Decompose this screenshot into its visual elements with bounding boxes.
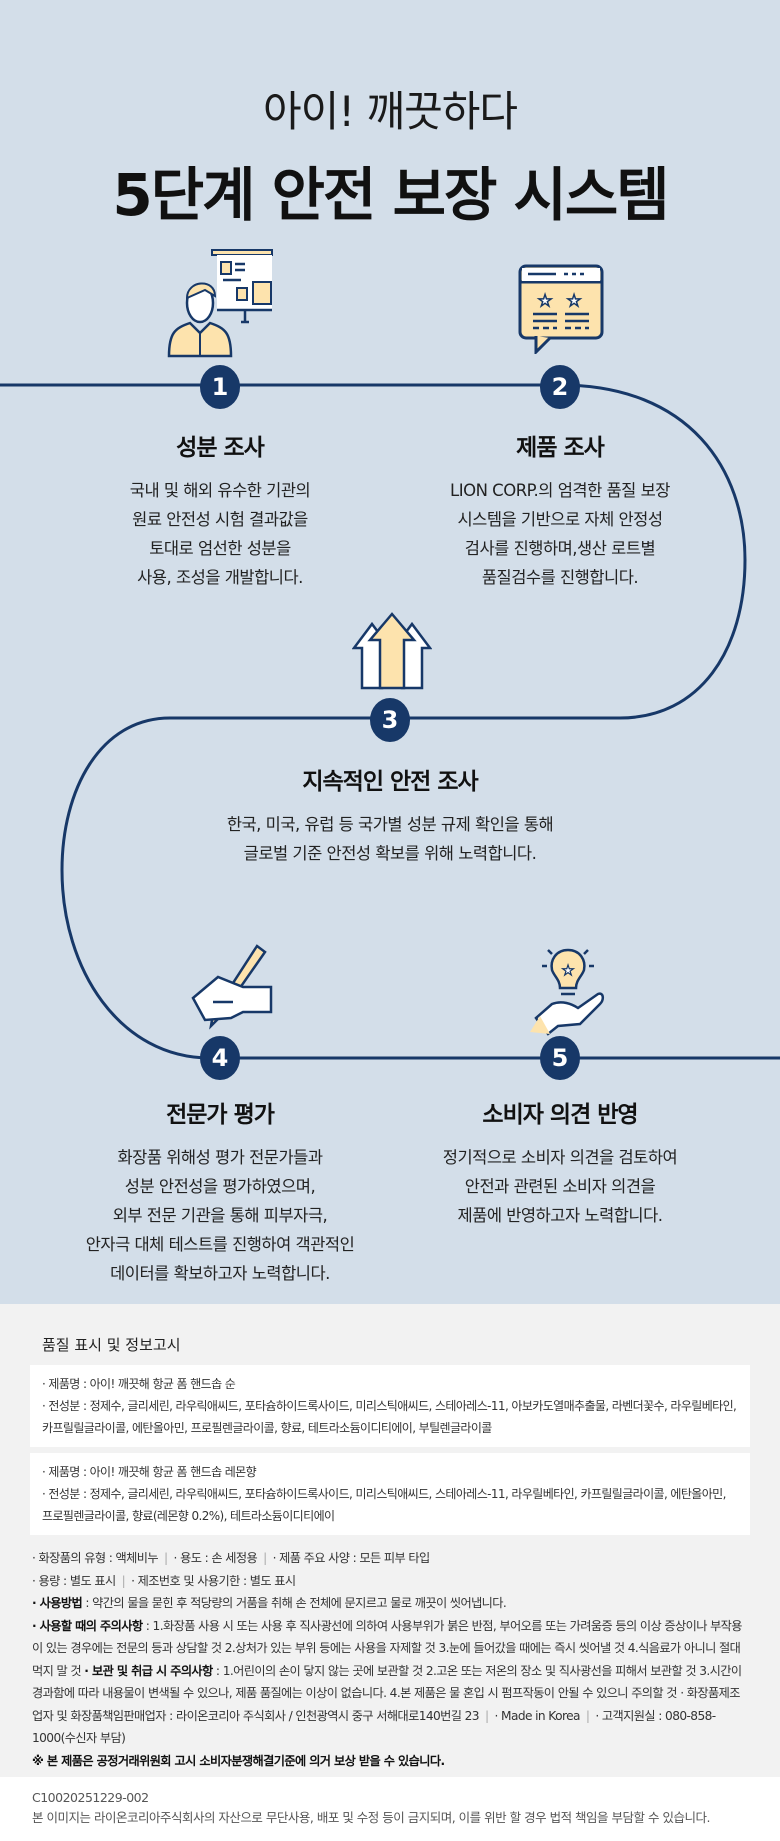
storage-label: · 보관 및 취급 시 주의사항 (84, 1663, 213, 1678)
svg-text:★: ★ (538, 291, 552, 310)
desc-line: 원료 안전성 시험 결과값을 (132, 510, 308, 529)
spec-lot: · 제조번호 및 사용기한 : 별도 표시 (131, 1573, 296, 1588)
product-box: · 제품명 : 아이! 깨끗해 항균 폼 핸드솝 레몬향 · 전성분 : 정제수… (30, 1453, 750, 1535)
origin-text: · Made in Korea (494, 1708, 580, 1723)
spec-volume: · 용량 : 별도 표시 (32, 1573, 116, 1588)
arrows-up-icon (352, 612, 432, 690)
copyright-notice: 본 이미지는 라이온코리아주식회사의 자산으로 무단사용, 배포 및 수정 등이… (32, 1810, 710, 1825)
step-2-badge: 2 (540, 365, 580, 409)
info-title: 품질 표시 및 정보고시 (42, 1336, 181, 1354)
storage-text: : 1.어린이의 손이 닿지 않는 곳에 보관할 것 2.고온 또는 저온의 장… (32, 1663, 742, 1701)
document-code: C10020251229-002 (32, 1790, 149, 1805)
footer: C10020251229-002 본 이미지는 라이온코리아주식회사의 자산으로… (32, 1788, 710, 1828)
product-ingredients: · 전성분 : 정제수, 글리세린, 라우릭애씨드, 포타슘하이드록사이드, 미… (42, 1487, 726, 1523)
method-label: · 사용방법 (32, 1596, 83, 1610)
step-title: 소비자 의견 반영 (482, 1102, 638, 1128)
desc-line: 외부 전문 기관을 통해 피부자극, (112, 1206, 328, 1225)
caution-text: : 1.화장품 사용 시 또는 사용 후 직사광선에 의하여 사용부위가 붉은 … (32, 1618, 743, 1678)
svg-text:★: ★ (562, 963, 575, 979)
spec-list: · 화장품의 유형 : 액체비누|· 용도 : 손 세정용|· 제품 주요 사양… (30, 1541, 750, 1772)
page-title: 5단계 안전 보장 시스템 (112, 161, 669, 229)
desc-line: 성분 안전성을 평가하였으며, (124, 1177, 316, 1196)
desc-line: 국내 및 해외 유수한 기관의 (129, 481, 311, 500)
product-info-section: 품질 표시 및 정보고시 · 제품명 : 아이! 깨끗해 항균 폼 핸드솝 순 … (0, 1304, 780, 1777)
step-3-badge: 3 (370, 698, 410, 742)
step-4-badge: 4 (200, 1036, 240, 1080)
support-text: · 고객지원실 : 080-858-1000(수신자 부담) (32, 1708, 716, 1746)
compensation-notice: ※ 본 제품은 공정거래위원회 고시 소비자분쟁해결기준에 의거 보상 받을 수… (32, 1753, 445, 1768)
desc-line: 안자극 대체 테스트를 진행하여 객관적인 (85, 1235, 355, 1254)
desc-line: 화장품 위해성 평가 전문가들과 (117, 1148, 323, 1167)
desc-line: 사용, 조성을 개발합니다. (137, 568, 303, 587)
desc-line: 검사를 진행하며,생산 로트별 (464, 539, 656, 558)
step-title: 전문가 평가 (166, 1102, 275, 1128)
desc-line: LION CORP.의 엄격한 품질 보장 (450, 481, 670, 500)
product-name: · 제품명 : 아이! 깨끗해 항균 폼 핸드솝 레몬향 (42, 1465, 257, 1479)
caution-label: · 사용할 때의 주의사항 (32, 1618, 143, 1633)
desc-line: 품질검수를 진행합니다. (481, 568, 639, 587)
svg-text:★: ★ (567, 291, 581, 310)
step-5-badge: 5 (540, 1036, 580, 1080)
step-3: 지속적인 안전 조사 한국, 미국, 유럽 등 국가별 성분 규제 확인을 통해… (150, 762, 630, 868)
infographic-hero: 아이! 깨끗하다 5단계 안전 보장 시스템 ★ ★ ★ 1 2 3 4 5 성… (0, 0, 780, 1304)
step-title: 제품 조사 (516, 435, 605, 461)
desc-line: 정기적으로 소비자 의견을 검토하여 (442, 1148, 678, 1167)
hand-pen-icon (191, 944, 273, 1030)
step-title: 성분 조사 (176, 435, 265, 461)
presenter-icon (167, 249, 273, 358)
review-window-icon: ★ ★ (518, 264, 604, 354)
spec-type: · 화장품의 유형 : 액체비누 (32, 1551, 159, 1565)
spec-skin: · 제품 주요 사양 : 모든 피부 타입 (272, 1551, 431, 1565)
spec-use: · 용도 : 손 세정용 (173, 1551, 258, 1565)
desc-line: 토대로 엄선한 성분을 (149, 539, 291, 558)
product-ingredients: · 전성분 : 정제수, 글리세린, 라우릭애씨드, 포타슘하이드록사이드, 미… (42, 1399, 737, 1435)
step-title: 지속적인 안전 조사 (302, 769, 478, 795)
desc-line: 안전과 관련된 소비자 의견을 (464, 1177, 656, 1196)
maker-text: · 화장품제조업자 및 화장품책임판매업자 : 라이온코리아 주식회사 / 인천… (32, 1686, 740, 1723)
step-1-badge: 1 (200, 365, 240, 409)
desc-line: 글로벌 기준 안전성 확보를 위해 노력합니다. (243, 844, 537, 863)
hand-bulb-icon: ★ (530, 948, 604, 1036)
desc-line: 데이터를 확보하고자 노력합니다. (110, 1264, 330, 1283)
desc-line: 제품에 반영하고자 노력합니다. (457, 1206, 663, 1225)
desc-line: 시스템을 기반으로 자체 안정성 (457, 510, 663, 529)
product-name: · 제품명 : 아이! 깨끗해 항균 폼 핸드솝 순 (42, 1377, 236, 1391)
product-box: · 제품명 : 아이! 깨끗해 항균 폼 핸드솝 순 · 전성분 : 정제수, … (30, 1365, 750, 1447)
desc-line: 한국, 미국, 유럽 등 국가별 성분 규제 확인을 통해 (226, 815, 554, 834)
method-text: : 약간의 물을 묻힌 후 적당량의 거품을 취해 손 전체에 문지르고 물로 … (82, 1596, 507, 1610)
subtitle: 아이! 깨끗하다 (262, 87, 518, 136)
